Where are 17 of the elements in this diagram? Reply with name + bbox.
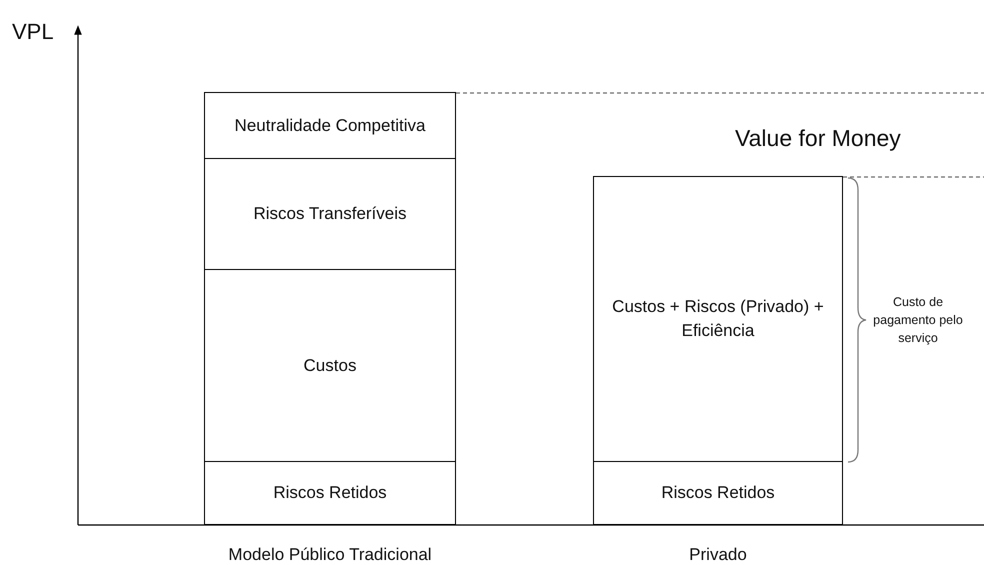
stacked-bar-segment	[204, 92, 456, 160]
stacked-bar-segment	[204, 269, 456, 462]
segment-label: Neutralidade Competitiva	[234, 114, 426, 137]
stacked-bar-segment	[204, 158, 456, 270]
segment-label: Riscos Retidos	[660, 482, 776, 504]
bracket-label: Custo de pagamento pelo serviço	[872, 294, 964, 348]
segment-label: Custos + Riscos (Privado) + Eficiência	[611, 296, 825, 342]
segment-label: Custos	[302, 354, 358, 377]
stacked-bar-segment	[593, 461, 843, 526]
category-label: Modelo Público Tradicional	[228, 544, 432, 565]
axis-title: VPL	[12, 18, 54, 46]
category-label: Privado	[689, 544, 747, 565]
stacked-bar-segment	[204, 461, 456, 526]
segment-label: Riscos Transferíveis	[252, 203, 408, 226]
segment-label: Riscos Retidos	[272, 482, 388, 504]
annotation-text: Value for Money	[735, 124, 901, 153]
stacked-bar-segment	[593, 176, 843, 462]
